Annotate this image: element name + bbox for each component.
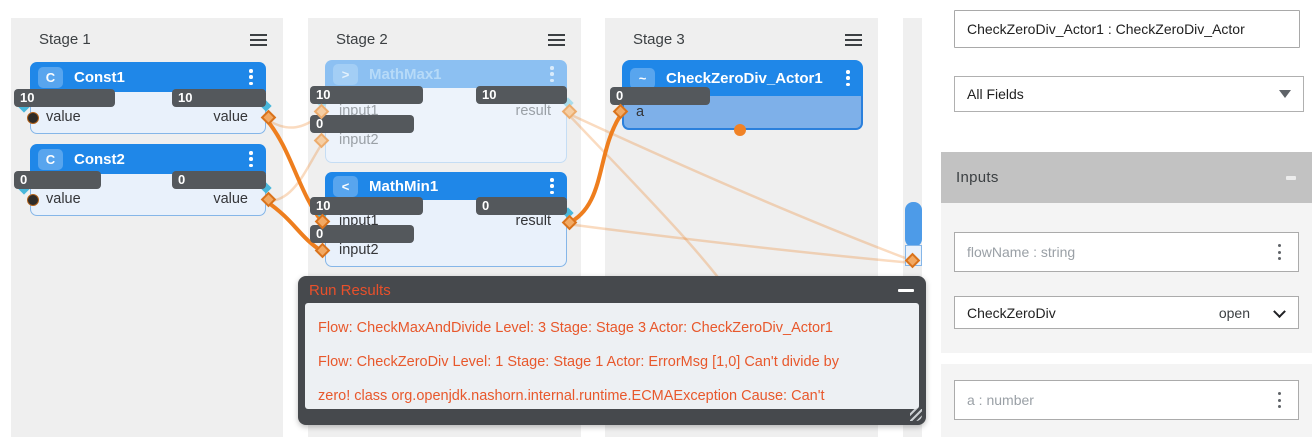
- node-const1[interactable]: C Const1 10 10 value value: [14, 62, 277, 134]
- node-checkzerodiv-actor1[interactable]: ~ CheckZeroDiv_Actor1 0 a: [610, 60, 863, 136]
- const1-input-label: value: [46, 109, 81, 125]
- resize-handle[interactable]: [910, 409, 922, 421]
- mathmin1-kebab-icon[interactable]: [545, 178, 559, 194]
- mathmax1-title: MathMax1: [369, 65, 442, 83]
- mathmin1-result-label: result: [515, 213, 551, 229]
- node-const2[interactable]: C Const2 0 0 value value: [14, 144, 277, 216]
- flowname-input[interactable]: [955, 233, 1298, 271]
- const2-title: Const2: [74, 150, 125, 168]
- fields-filter-value: All Fields: [967, 86, 1024, 102]
- mathmin1-result-tag: 0: [476, 197, 567, 215]
- checkzerodiv-status-dot: [734, 124, 746, 136]
- const2-type-badge: C: [38, 148, 63, 170]
- stage-2-menu-icon[interactable]: [548, 33, 565, 46]
- mathmax1-input2-tag: 0: [310, 115, 414, 133]
- mathmax1-result-tag: 10: [476, 86, 567, 104]
- open-flow-label[interactable]: open: [1218, 304, 1250, 321]
- a-input[interactable]: [955, 381, 1298, 419]
- node-mathmax1[interactable]: > MathMax1 10 0 10 input1 input2 result: [310, 60, 578, 163]
- run-results-line: Flow: CheckZeroDiv Level: 1 Stage: Stage…: [318, 354, 839, 370]
- const2-kebab-icon[interactable]: [244, 151, 258, 167]
- stage-3-menu-icon[interactable]: [845, 33, 862, 46]
- const2-input-value-tag: 0: [14, 171, 101, 189]
- const2-input-label: value: [46, 191, 81, 207]
- stage-3-title: Stage 3: [633, 31, 685, 48]
- flowvalue-input[interactable]: [955, 297, 1298, 328]
- checkzerodiv-a-tag: 0: [610, 87, 710, 105]
- mathmax1-type-badge: >: [333, 63, 358, 85]
- stage-1-menu-icon[interactable]: [250, 33, 267, 46]
- inputs-group-1: open: [941, 203, 1312, 353]
- node-stub-header[interactable]: [905, 202, 922, 247]
- flowname-fieldbox: [954, 232, 1299, 272]
- run-results-line: Flow: CheckMaxAndDivide Level: 3 Stage: …: [318, 320, 833, 336]
- inputs-section-title: Inputs: [956, 169, 999, 186]
- const1-type-badge: C: [38, 66, 63, 88]
- mathmax1-input1-tag: 10: [310, 86, 423, 104]
- flowname-kebab-icon[interactable]: [1273, 244, 1285, 260]
- const1-kebab-icon[interactable]: [244, 69, 258, 85]
- inputs-section-header[interactable]: Inputs: [941, 152, 1312, 203]
- flow-canvas: Stage 1 Stage 2 Stage 3: [11, 18, 926, 437]
- mathmax1-kebab-icon[interactable]: [545, 66, 559, 82]
- stage-2-title: Stage 2: [336, 31, 388, 48]
- properties-sidebar: All Fields Inputs open: [935, 0, 1312, 437]
- collapse-icon: [1286, 175, 1296, 180]
- a-fieldbox: [954, 380, 1299, 420]
- const2-output-value-tag: 0: [172, 171, 266, 189]
- const2-input-port[interactable]: [27, 194, 39, 206]
- mathmin1-input2-label: input2: [339, 242, 379, 258]
- inputs-group-2: [941, 364, 1312, 437]
- mathmin1-title: MathMin1: [369, 177, 439, 195]
- const1-output-label: value: [213, 109, 248, 125]
- checkzerodiv-a-label: a: [636, 104, 645, 120]
- flowvalue-fieldbox: open: [954, 296, 1299, 329]
- dropdown-caret-icon: [1279, 90, 1291, 98]
- actor-name-field[interactable]: [954, 10, 1300, 48]
- const2-output-label: value: [213, 191, 248, 207]
- run-results-line: zero! class org.openjdk.nashorn.internal…: [318, 388, 825, 404]
- fields-filter-dropdown[interactable]: All Fields: [954, 76, 1304, 112]
- minimize-icon[interactable]: [898, 289, 914, 292]
- const1-input-port[interactable]: [27, 112, 39, 124]
- run-results-content: Flow: CheckMaxAndDivide Level: 3 Stage: …: [305, 303, 919, 409]
- checkzerodiv-type-badge: ~: [630, 67, 655, 89]
- node-mathmin1[interactable]: < MathMin1 10 0 0 input1 input2 result: [310, 172, 578, 267]
- checkzerodiv-kebab-icon[interactable]: [841, 70, 855, 86]
- a-kebab-icon[interactable]: [1273, 392, 1285, 408]
- mathmin1-input1-tag: 10: [310, 197, 423, 215]
- mathmax1-result-label: result: [515, 103, 551, 119]
- mathmax1-input2-label: input2: [339, 132, 379, 148]
- const1-input-value-tag: 10: [14, 89, 115, 107]
- const1-title: Const1: [74, 68, 125, 86]
- stage-1-title: Stage 1: [39, 31, 91, 48]
- checkzerodiv-title: CheckZeroDiv_Actor1: [666, 69, 823, 87]
- run-results-panel[interactable]: Run Results Flow: CheckMaxAndDivide Leve…: [298, 276, 926, 425]
- mathmin1-input2-tag: 0: [310, 225, 414, 243]
- mathmin1-type-badge: <: [333, 175, 358, 197]
- run-results-title: Run Results: [309, 282, 391, 299]
- const1-output-value-tag: 10: [172, 89, 266, 107]
